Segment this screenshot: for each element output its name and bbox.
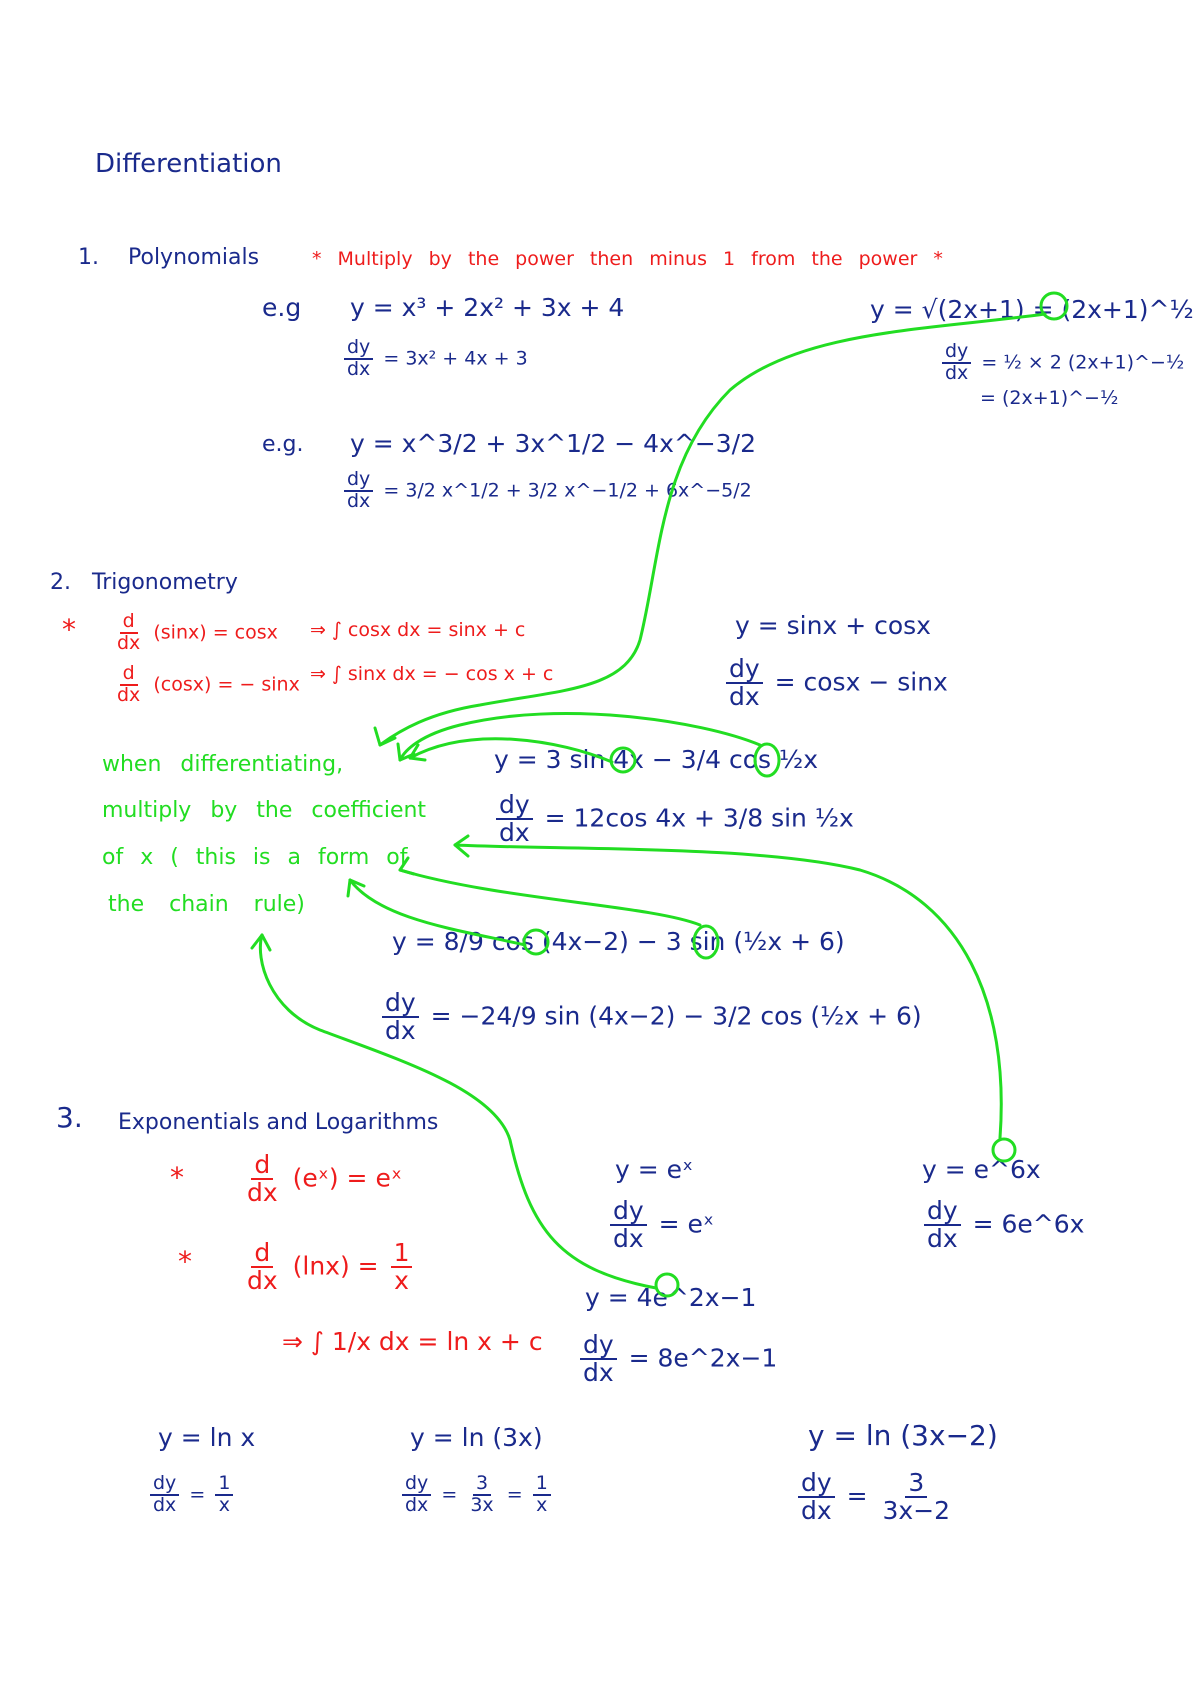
- ln-ex2-equation: y = ln (3x): [410, 1423, 543, 1452]
- exp-integral-1-over-x: ⇒ ∫ 1/x dx = ln x + c: [282, 1327, 543, 1356]
- arrow-4x-to-note-head: [408, 743, 427, 762]
- chain-note-line-4: the chain rule): [108, 892, 305, 917]
- root-equation: y = √(2x+1) = (2x+1)^½: [870, 295, 1194, 324]
- arrow-half-x-to-note-head: [396, 742, 416, 762]
- exp-ex1-equation: y = eˣ: [615, 1155, 694, 1184]
- ln-ex3-equation: y = ln (3x−2): [808, 1419, 998, 1452]
- arrow-half-chain-to-note: [398, 868, 702, 927]
- section-heading-exponentials: Exponentials and Logarithms: [118, 1110, 439, 1135]
- exp-star-2: *: [178, 1245, 192, 1278]
- page-title: Differentiation: [95, 149, 282, 179]
- arrow-2x-exp-to-note-head: [250, 933, 272, 952]
- eg2-label: e.g.: [262, 432, 304, 457]
- exp-ex3-equation: y = 4e^2x−1: [585, 1283, 757, 1312]
- section-heading-polynomials: Polynomials: [128, 245, 260, 270]
- eg2-equation: y = x^3/2 + 3x^1/2 − 4x^−3/2: [350, 429, 757, 458]
- ln-ex1-equation: y = ln x: [158, 1423, 256, 1452]
- section-number-1: 1.: [78, 245, 99, 270]
- trig-ex1-equation: y = sinx + cosx: [735, 611, 931, 640]
- exp-star-1: *: [170, 1161, 184, 1194]
- eg1-equation: y = x³ + 2x² + 3x + 4: [350, 293, 625, 322]
- trig-ex3-equation: y = 8/9 cos (4x−2) − 3 sin (½x + 6): [392, 927, 845, 956]
- arrow-root-to-note-head: [373, 726, 397, 747]
- chain-note-line-3: of x ( this is a form of: [102, 845, 408, 870]
- section-number-2: 2.: [50, 570, 71, 595]
- eg1-label: e.g: [262, 293, 302, 322]
- trig-star: *: [62, 613, 76, 646]
- trig-ex2-equation: y = 3 sin 4x − 3/4 cos ½x: [494, 745, 819, 774]
- chain-note-line-1: when differentiating,: [102, 752, 344, 777]
- polynomial-rule: * Multiply by the power then minus 1 fro…: [312, 248, 943, 270]
- section-number-3: 3.: [56, 1101, 83, 1134]
- section-heading-trigonometry: Trigonometry: [92, 570, 238, 595]
- arrow-6x-to-note-head: [453, 834, 470, 858]
- root-simplified: = (2x+1)^−½: [980, 387, 1119, 409]
- trig-integral-sin: ⇒ ∫ sinx dx = − cos x + c: [310, 663, 554, 685]
- chain-note-line-2: multiply by the coefficient: [102, 798, 427, 823]
- exp-ex2-equation: y = e^6x: [922, 1155, 1041, 1184]
- trig-integral-cos: ⇒ ∫ cosx dx = sinx + c: [310, 619, 526, 641]
- arrow-4x-chain-to-note-head: [346, 878, 366, 898]
